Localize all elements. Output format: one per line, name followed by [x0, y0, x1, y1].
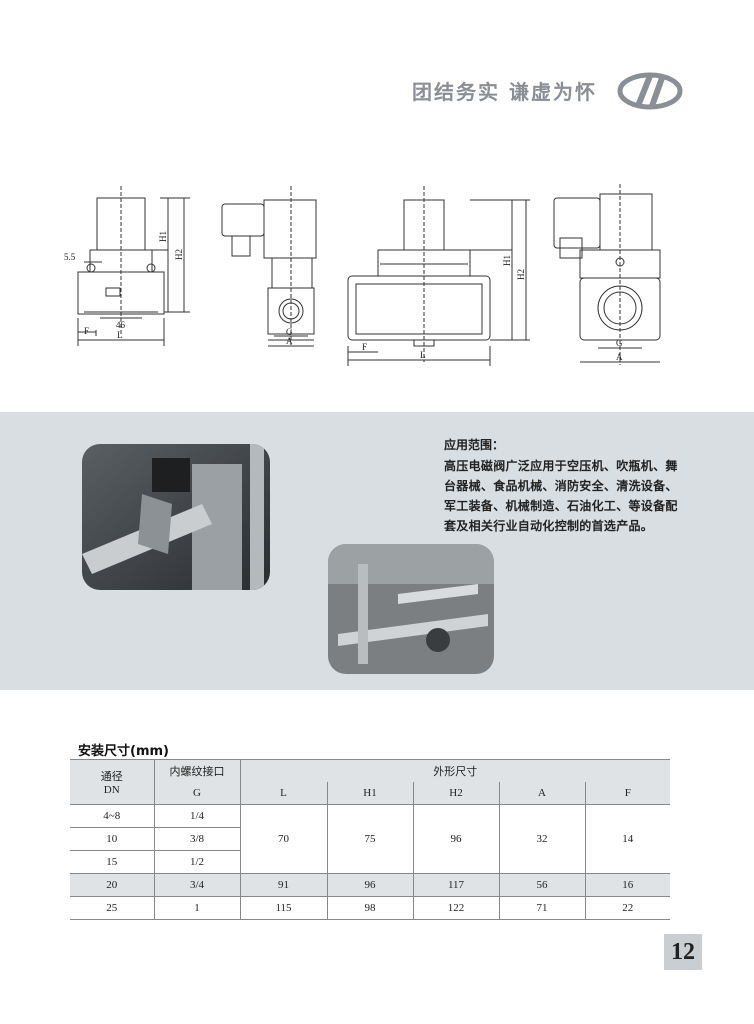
dn-label: 通径: [100, 770, 123, 783]
cell-g: 1: [153, 896, 240, 920]
col-g: G: [153, 782, 240, 805]
outer-header: 外形尺寸: [239, 759, 670, 782]
label-l-3: L: [420, 350, 426, 360]
cell-f-merged: 14: [584, 804, 670, 874]
cell-h2-merged: 96: [412, 804, 499, 874]
page-number: 12: [664, 934, 702, 970]
cell-h2: 122: [412, 896, 499, 920]
cell-a: 56: [498, 873, 585, 897]
cell-h1-merged: 75: [326, 804, 413, 874]
cell-f: 22: [584, 896, 670, 920]
label-g: G: [286, 327, 293, 337]
label-a-4: A: [616, 352, 623, 362]
application-line: 台器械、食品机械、消防安全、清洗设备、: [444, 479, 678, 493]
label-h2: H2: [174, 249, 184, 260]
installation-photo-1: [82, 444, 270, 590]
installation-photo-2: [328, 544, 494, 674]
cell-g: 3/4: [153, 873, 240, 897]
cell-l-merged: 70: [239, 804, 327, 874]
cell-h1: 96: [326, 873, 413, 897]
application-line: 套及相关行业自动化控制的首选产品。: [444, 519, 654, 533]
col-l: L: [239, 782, 327, 805]
cell-l: 91: [239, 873, 327, 897]
cell-h2: 117: [412, 873, 499, 897]
thread-header: 内螺纹接口: [153, 759, 240, 782]
technical-drawings: H1 H2 5.5 46 F L G A H1 H2 F L G A: [0, 180, 754, 380]
label-h1: H1: [158, 231, 168, 242]
cell-g: 1/4: [153, 804, 240, 828]
dn-sub: DN: [103, 784, 120, 796]
cell-h1: 98: [326, 896, 413, 920]
cell-dn: 10: [70, 827, 154, 851]
col-h1: H1: [326, 782, 413, 805]
cell-g: 3/8: [153, 827, 240, 851]
label-h2-3: H2: [516, 269, 526, 280]
label-46: 46: [116, 320, 126, 330]
company-logo: [617, 72, 683, 110]
application-text: 高压电磁阀广泛应用于空压机、吹瓶机、舞 台器械、食品机械、消防安全、清洗设备、 …: [444, 456, 680, 536]
application-title: 应用范围：: [444, 438, 505, 452]
cell-dn: 20: [70, 873, 154, 897]
cell-a: 71: [498, 896, 585, 920]
cell-l: 115: [239, 896, 327, 920]
cell-dn: 4~8: [103, 810, 121, 822]
cell-dn: 25: [70, 896, 154, 920]
slogan: 团结务实 谦虚为怀: [412, 80, 597, 104]
dimensions-table: 通径 DN 内螺纹接口 外形尺寸 G L H1 H2 A F 4~8 1/4 7…: [70, 759, 670, 920]
col-h2: H2: [412, 782, 499, 805]
application-line: 军工装备、机械制造、石油化工、等设备配: [444, 499, 678, 513]
label-l: L: [117, 330, 123, 340]
cell-a-merged: 32: [498, 804, 585, 874]
cell-dn: 15: [70, 850, 154, 874]
label-h1-3: H1: [502, 255, 512, 266]
dimensions-title: 安装尺寸(mm): [78, 744, 169, 759]
dn-header: 通径 DN: [70, 759, 154, 805]
cell-f: 16: [584, 873, 670, 897]
label-5-5: 5.5: [64, 252, 76, 262]
label-f: F: [84, 326, 89, 336]
label-f-3: F: [362, 342, 367, 352]
cell-g: 1/2: [153, 850, 240, 874]
col-a: A: [498, 782, 585, 805]
application-line: 高压电磁阀广泛应用于空压机、吹瓶机、舞: [444, 459, 678, 473]
label-a: A: [286, 336, 293, 346]
col-f: F: [584, 782, 670, 805]
label-g-4: G: [616, 338, 623, 348]
